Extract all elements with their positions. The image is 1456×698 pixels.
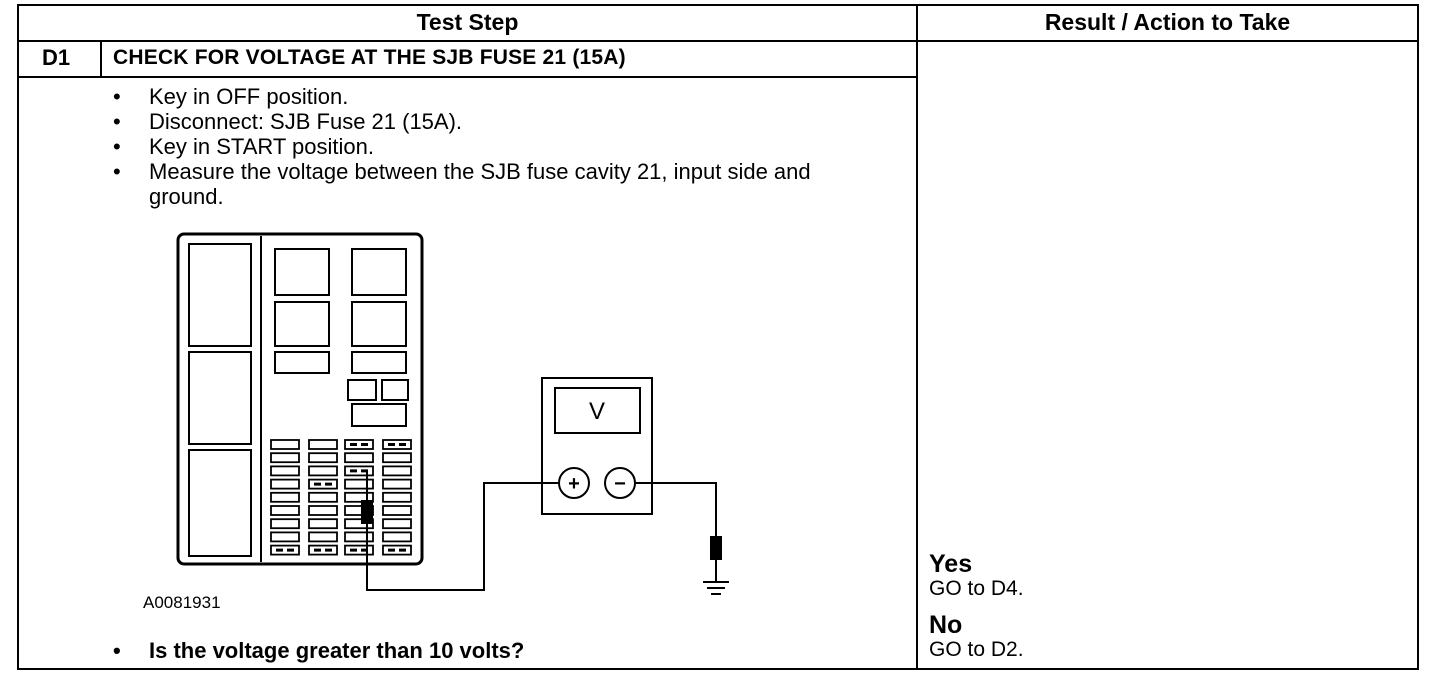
fuse-slot xyxy=(344,452,374,464)
fuse-slot xyxy=(382,531,412,543)
fuse-slot xyxy=(308,478,338,490)
question-text: Is the voltage greater than 10 volts? xyxy=(149,638,525,663)
step-title: CHECK FOR VOLTAGE AT THE SJB FUSE 21 (15… xyxy=(113,46,626,69)
step-id-divider xyxy=(100,40,102,78)
fuse-slot xyxy=(382,452,412,464)
instruction-list: •Key in OFF position. •Disconnect: SJB F… xyxy=(113,84,883,209)
bullet-icon: • xyxy=(113,84,121,109)
result-yes: Yes GO to D4. xyxy=(929,551,1024,600)
fuse-slot xyxy=(308,531,338,543)
result-label: Yes xyxy=(929,550,973,578)
fuse-slot xyxy=(270,452,300,464)
fuse-slot xyxy=(270,478,300,490)
fuse-slot xyxy=(382,544,412,556)
fuse-slot xyxy=(270,518,300,530)
fuse-slot xyxy=(270,491,300,503)
fuse-slot xyxy=(382,505,412,516)
fuse-slot xyxy=(382,439,412,450)
bullet-icon: • xyxy=(113,638,121,663)
fuse-grid xyxy=(270,439,412,556)
meter-label: V xyxy=(589,398,605,425)
fuse-slot xyxy=(344,491,374,503)
fuse-slot xyxy=(344,478,374,490)
bullet-icon: • xyxy=(113,134,121,159)
figure-code: A0081931 xyxy=(143,593,221,612)
step-question: • Is the voltage greater than 10 volts? xyxy=(113,638,524,664)
fuse-slot xyxy=(382,491,412,503)
fuse-slot xyxy=(382,518,412,530)
fuse-slot xyxy=(344,439,374,450)
plus-terminal-label: + xyxy=(568,473,580,495)
list-item: •Measure the voltage between the SJB fus… xyxy=(113,159,811,209)
voltmeter-icon xyxy=(541,377,653,515)
fuse-slot xyxy=(382,465,412,477)
list-item: •Key in OFF position. xyxy=(113,84,349,109)
fuse-slot xyxy=(308,544,338,556)
fuse-slot xyxy=(382,478,412,490)
fuse-slot xyxy=(308,439,338,450)
result-action: GO to D4. xyxy=(929,577,1024,600)
column-divider xyxy=(916,4,918,670)
bullet-icon: • xyxy=(113,159,121,184)
fuse-slot xyxy=(270,439,300,450)
negative-lead xyxy=(635,482,717,536)
fuse-slot xyxy=(308,491,338,503)
procedure-table xyxy=(17,4,1419,670)
header-test-step: Test Step xyxy=(416,9,519,35)
list-item: •Key in START position. xyxy=(113,134,374,159)
voltage-test-diagram: V + − xyxy=(176,232,729,595)
result-action: GO to D2. xyxy=(929,638,1024,661)
test-probe-icon xyxy=(710,536,722,560)
ground-symbol-icon xyxy=(703,560,729,595)
fuse-slot xyxy=(344,465,374,477)
fuse-slot xyxy=(344,544,374,556)
header-result-action: Result / Action to Take xyxy=(1044,9,1291,35)
result-label: No xyxy=(929,611,963,639)
fuse-slot xyxy=(308,505,338,516)
fuse-slot xyxy=(308,518,338,530)
list-item: •Disconnect: SJB Fuse 21 (15A). xyxy=(113,109,463,134)
fuse-slot xyxy=(308,452,338,464)
fuse-box-icon xyxy=(176,232,424,566)
fuse-slot xyxy=(270,465,300,477)
minus-terminal-label: − xyxy=(614,473,626,495)
fuse-slot xyxy=(270,544,300,556)
fuse-slot xyxy=(270,505,300,516)
test-probe-icon xyxy=(361,500,373,524)
step-title-divider xyxy=(17,76,918,78)
fuse-slot xyxy=(344,531,374,543)
header-divider xyxy=(17,40,1419,42)
fuse-slot xyxy=(308,465,338,477)
positive-lead xyxy=(366,470,559,591)
fuse-slot xyxy=(270,531,300,543)
bullet-icon: • xyxy=(113,109,121,134)
step-id: D1 xyxy=(42,45,71,70)
result-no: No GO to D2. xyxy=(929,612,1024,661)
